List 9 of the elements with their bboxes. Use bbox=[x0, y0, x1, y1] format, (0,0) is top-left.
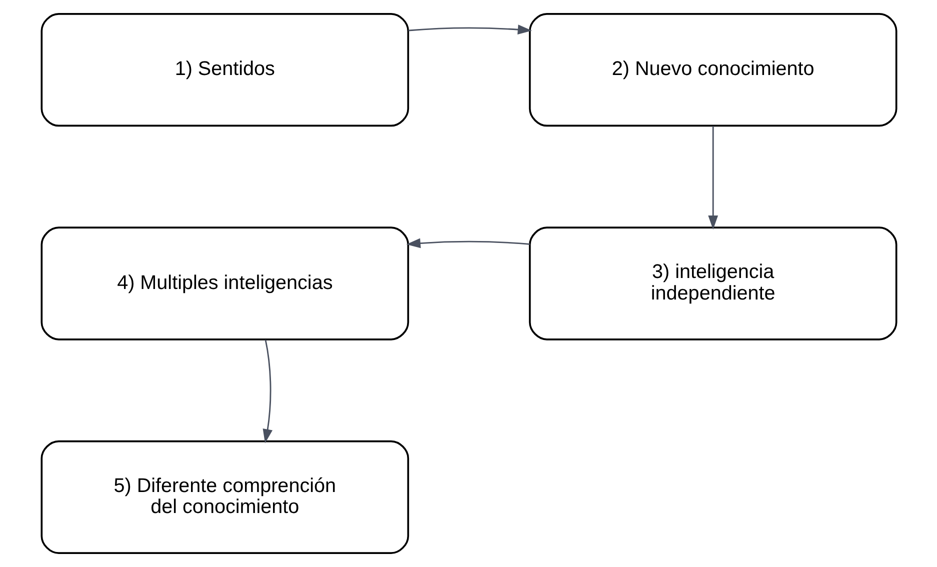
node-box: 5) Diferente comprención del conocimiento bbox=[40, 440, 409, 554]
arrow bbox=[406, 238, 530, 248]
arrow bbox=[708, 126, 718, 230]
node-box: 1) Sentidos bbox=[40, 13, 409, 127]
node-box: 4) Multiples inteligencias bbox=[40, 226, 409, 340]
node-box: 3) inteligencia independiente bbox=[528, 226, 897, 340]
arrow bbox=[262, 340, 272, 444]
arrow bbox=[408, 24, 532, 35]
node-box: 2) Nuevo conocimiento bbox=[528, 13, 897, 127]
